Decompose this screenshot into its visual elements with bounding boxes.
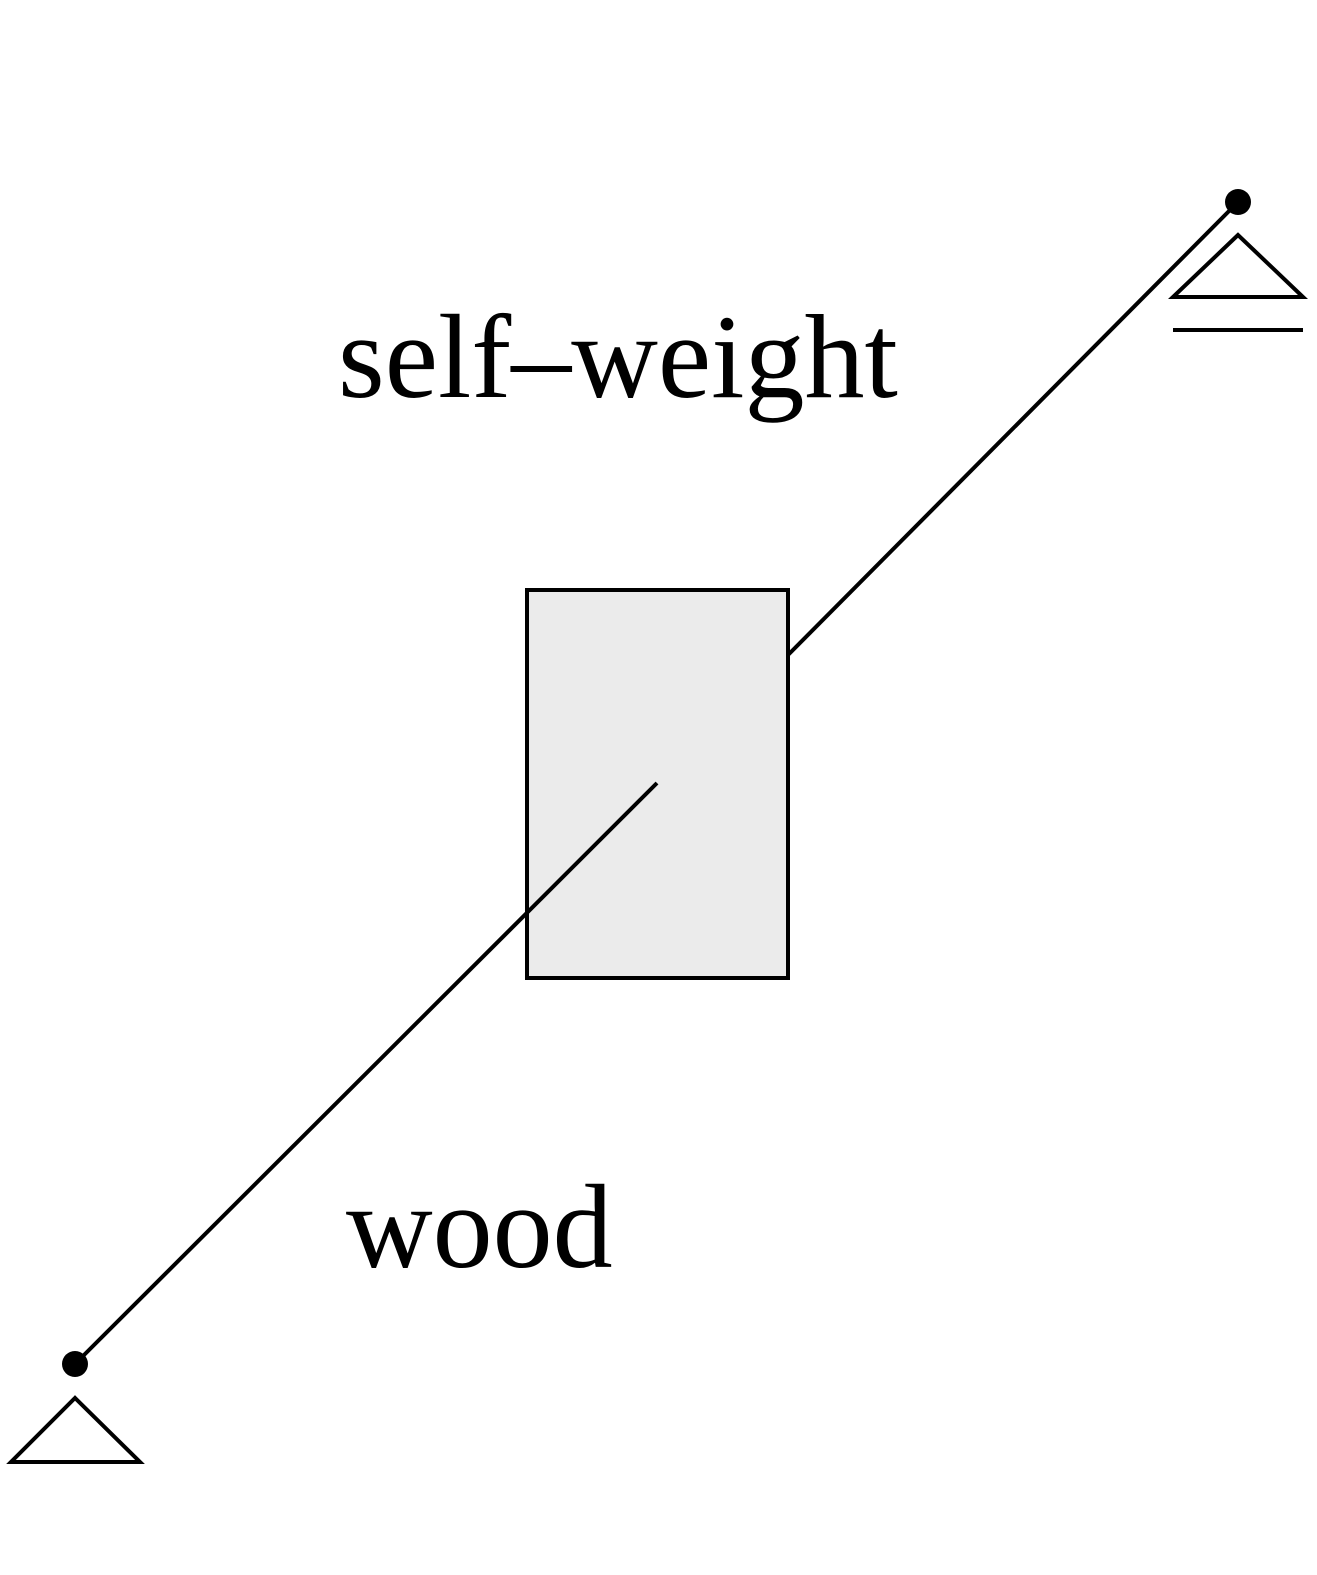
roller-support-icon <box>1168 232 1308 332</box>
beam-upper-segment <box>786 200 1240 657</box>
right-node <box>1225 189 1251 215</box>
load-label: self–weight <box>338 290 898 423</box>
beam-lower-segment <box>73 781 659 1366</box>
material-label: wood <box>346 1160 613 1293</box>
pinned-support-icon <box>6 1395 145 1464</box>
left-node <box>62 1351 88 1377</box>
